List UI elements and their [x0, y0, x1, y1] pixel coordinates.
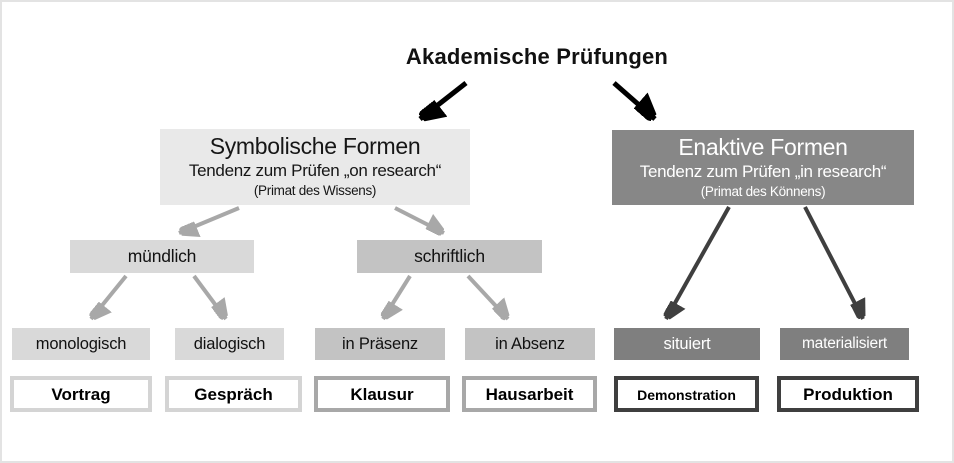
node-hausarbeit: Hausarbeit [462, 376, 597, 412]
arrow-schriftlich-to-in-praesenz [383, 274, 412, 319]
node-gespraech: Gespräch [165, 376, 302, 412]
arrow-enactive-to-materialisiert [803, 206, 863, 320]
branch-enactive-tendency: Tendenz zum Prüfen „in research“ [639, 162, 887, 181]
node-in-praesenz: in Präsenz [315, 328, 445, 360]
branch-enactive-forms: Enaktive Formen Tendenz zum Prüfen „in r… [612, 130, 914, 205]
branch-enactive-heading: Enaktive Formen [678, 134, 848, 160]
node-vortrag: Vortrag [10, 376, 152, 412]
branch-symbolic-primacy: (Primat des Wissens) [253, 183, 377, 198]
node-materialisiert: materialisiert [780, 328, 909, 360]
arrow-symbolic-to-muendlich [178, 206, 240, 233]
arrow-muendlich-to-monologisch [91, 274, 128, 319]
arrow-title-to-symbolic [420, 81, 468, 119]
branch-symbolic-tendency: Tendenz zum Prüfen „on research“ [188, 161, 442, 180]
node-in-absenz: in Absenz [465, 328, 595, 360]
node-schriftlich: schriftlich [357, 240, 542, 273]
node-demonstration: Demonstration [614, 376, 759, 412]
node-situiert: situiert [614, 328, 760, 360]
node-monologisch: monologisch [12, 328, 150, 360]
branch-symbolic-forms: Symbolische Formen Tendenz zum Prüfen „o… [160, 129, 470, 205]
branch-symbolic-heading: Symbolische Formen [209, 133, 421, 159]
node-muendlich: mündlich [70, 240, 254, 273]
arrow-muendlich-to-dialogisch [192, 274, 226, 319]
arrow-symbolic-to-schriftlich [394, 206, 444, 233]
diagram-title: Akademische Prüfungen [405, 44, 669, 69]
arrow-title-to-enactive [612, 81, 655, 119]
node-dialogisch: dialogisch [175, 328, 284, 360]
node-produktion: Produktion [777, 376, 919, 412]
arrow-enactive-to-situiert [666, 206, 731, 319]
node-klausur: Klausur [314, 376, 450, 412]
branch-enactive-primacy: (Primat des Könnens) [700, 184, 826, 199]
arrow-schriftlich-to-in-absenz [466, 274, 508, 319]
